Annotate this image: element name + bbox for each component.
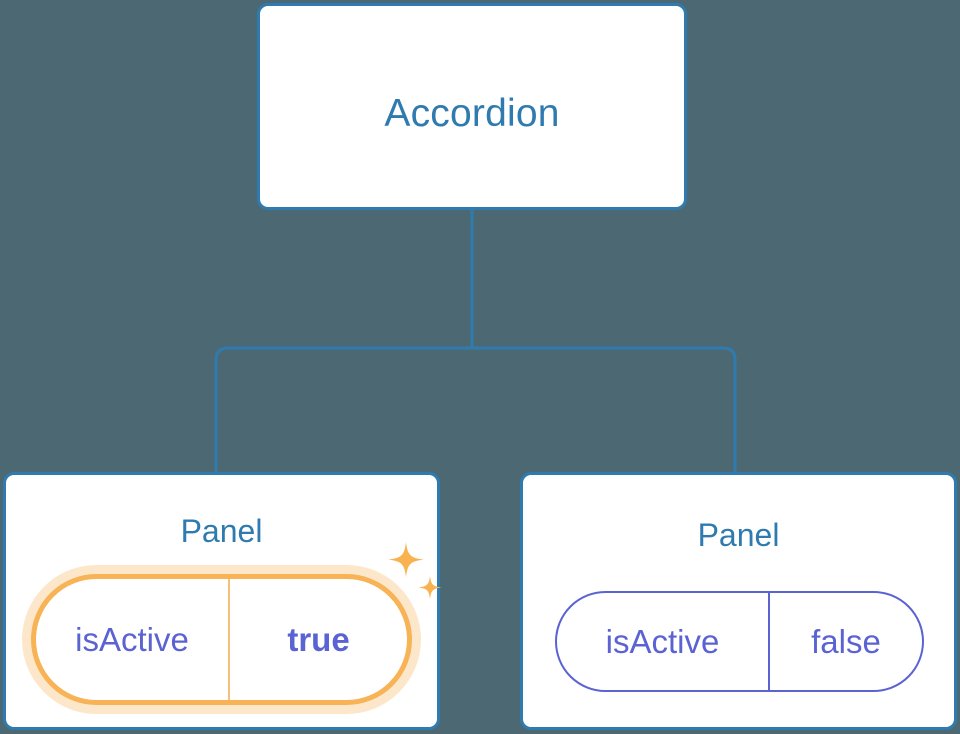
prop-value: false bbox=[811, 622, 881, 660]
prop-key: isActive bbox=[557, 593, 770, 690]
edge-root-to-panel-left bbox=[214, 346, 472, 472]
prop-key: isActive bbox=[36, 579, 230, 700]
node-accordion[interactable]: Accordion bbox=[257, 3, 687, 210]
edge-root-to-panel-right bbox=[472, 346, 737, 472]
prop-pill-isactive-true[interactable]: isActive true bbox=[31, 574, 412, 705]
prop-pill-isactive-false[interactable]: isActive false bbox=[555, 591, 924, 692]
node-panel-left-title: Panel bbox=[180, 513, 263, 549]
node-accordion-title: Accordion bbox=[384, 92, 560, 135]
prop-value: true bbox=[287, 620, 350, 658]
node-panel-right-title: Panel bbox=[697, 517, 780, 553]
